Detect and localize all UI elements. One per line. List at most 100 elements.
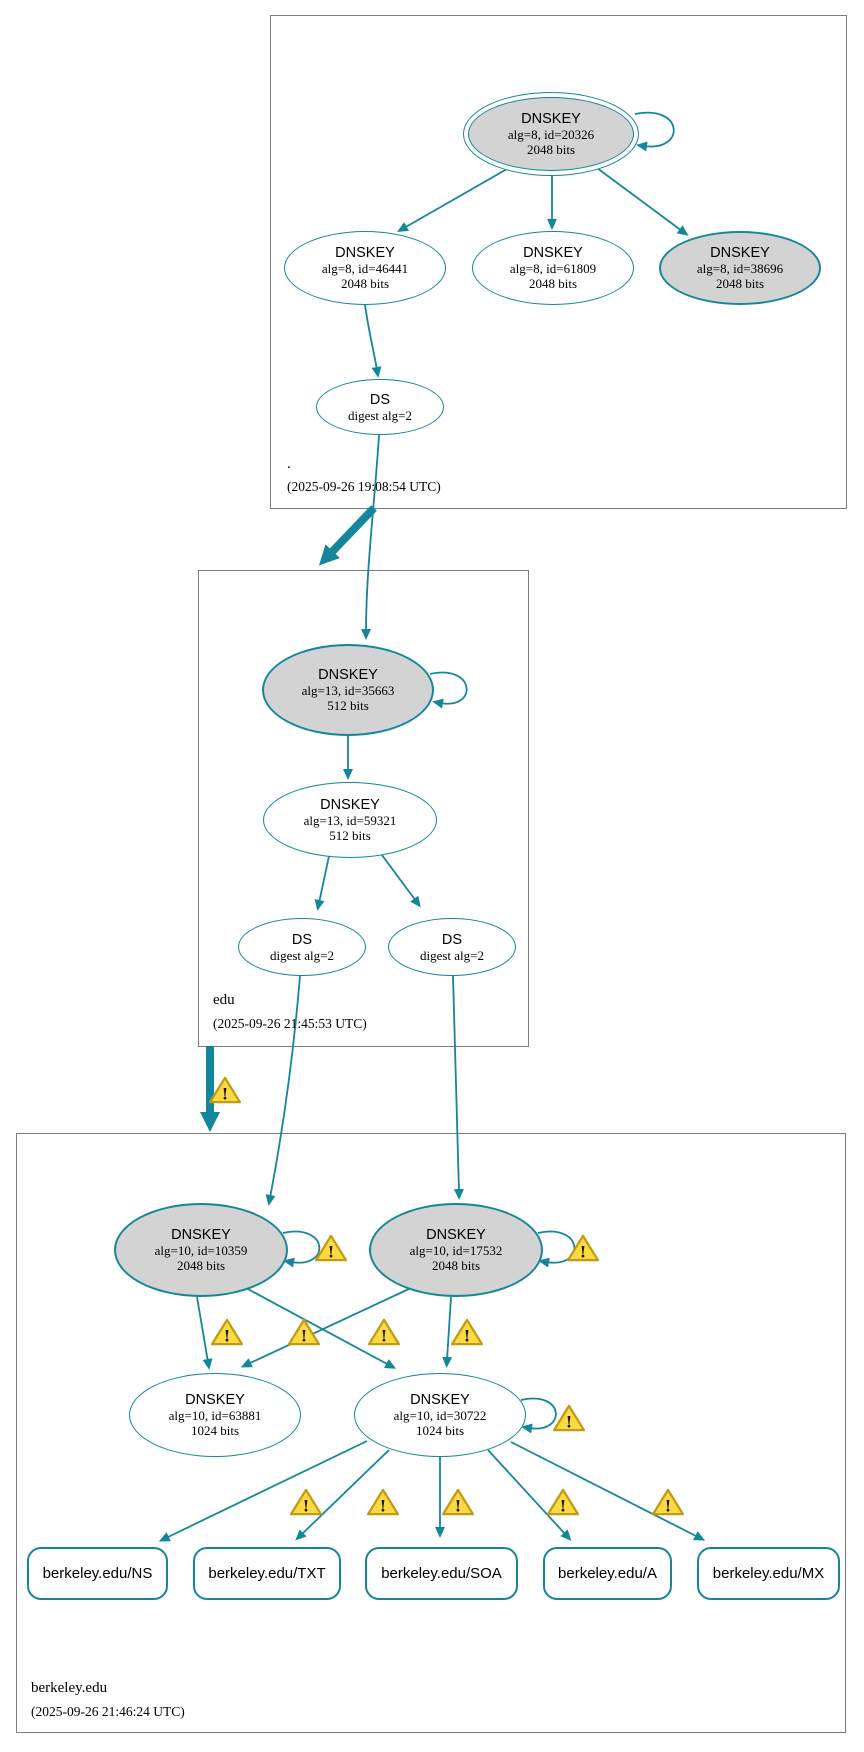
zone-box-root bbox=[270, 15, 847, 509]
warning-icon[interactable] bbox=[442, 1488, 474, 1516]
edge-selfsign-30722 bbox=[520, 1397, 557, 1434]
ds-node-root[interactable]: DS digest alg=2 bbox=[316, 379, 444, 435]
rrset-label: berkeley.edu/TXT bbox=[208, 1565, 326, 1582]
node-title: DNSKEY bbox=[523, 245, 583, 261]
edge-59321-to-ds1 bbox=[314, 855, 330, 911]
node-bits: 2048 bits bbox=[431, 1258, 481, 1273]
warning-icon[interactable] bbox=[290, 1488, 322, 1516]
zone-timestamp-edu: (2025-09-26 21:45:53 UTC) bbox=[213, 1016, 367, 1031]
node-title: DNSKEY bbox=[318, 667, 378, 683]
warning-icon[interactable] bbox=[451, 1318, 483, 1346]
warning-icon[interactable] bbox=[553, 1404, 585, 1432]
node-bits: 512 bits bbox=[327, 698, 369, 713]
node-detail: alg=13, id=59321 bbox=[303, 813, 397, 828]
edge-46441-to-ds bbox=[364, 304, 382, 378]
dnskey-node-63881[interactable]: DNSKEY alg=10, id=63881 1024 bits bbox=[129, 1373, 301, 1457]
node-detail: digest alg=2 bbox=[269, 947, 335, 963]
warning-icon[interactable] bbox=[315, 1234, 347, 1262]
node-bits: 2048 bits bbox=[176, 1258, 226, 1273]
node-title: DNSKEY bbox=[521, 111, 581, 127]
node-detail: alg=13, id=35663 bbox=[301, 683, 395, 698]
node-detail: alg=10, id=17532 bbox=[409, 1243, 503, 1258]
ds-node-edu-2[interactable]: DS digest alg=2 bbox=[388, 918, 516, 976]
dnskey-node-30722[interactable]: DNSKEY alg=10, id=30722 1024 bits bbox=[354, 1373, 526, 1457]
rrset-label: berkeley.edu/MX bbox=[712, 1565, 825, 1582]
edge-10359-to-63881 bbox=[196, 1296, 213, 1370]
node-title: DS bbox=[291, 931, 313, 948]
node-bits: 1024 bits bbox=[190, 1423, 240, 1438]
dnskey-node-20326-ksk[interactable]: DNSKEY alg=8, id=20326 2048 bits bbox=[463, 92, 639, 176]
warning-icon[interactable] bbox=[368, 1318, 400, 1346]
dnskey-node-17532-ksk[interactable]: DNSKEY alg=10, id=17532 2048 bits bbox=[369, 1203, 543, 1297]
rrset-node-berkeley-txt[interactable]: berkeley.edu/TXT bbox=[193, 1547, 341, 1600]
rrset-label: berkeley.edu/SOA bbox=[381, 1565, 502, 1582]
zone-label-berkeley-edu: berkeley.edu bbox=[31, 1680, 108, 1696]
edge-edu-ds2-to-17532 bbox=[452, 975, 464, 1200]
node-title: DS bbox=[441, 931, 463, 948]
node-detail: digest alg=2 bbox=[419, 947, 485, 963]
rrset-node-berkeley-ns[interactable]: berkeley.edu/NS bbox=[27, 1547, 168, 1600]
node-detail: alg=8, id=38696 bbox=[696, 261, 784, 276]
edge-selfsign-10359 bbox=[282, 1230, 321, 1268]
dnskey-node-59321[interactable]: DNSKEY alg=13, id=59321 512 bits bbox=[263, 782, 437, 858]
dnskey-node-10359-ksk[interactable]: DNSKEY alg=10, id=10359 2048 bits bbox=[114, 1203, 288, 1297]
edge-selfsign-20326 bbox=[634, 111, 675, 152]
dnskey-node-35663-ksk[interactable]: DNSKEY alg=13, id=35663 512 bits bbox=[262, 644, 434, 736]
warning-icon[interactable] bbox=[567, 1234, 599, 1262]
zone-timestamp-berkeley-edu: (2025-09-26 21:46:24 UTC) bbox=[31, 1704, 185, 1719]
node-title: DNSKEY bbox=[320, 797, 380, 813]
rrset-node-berkeley-soa[interactable]: berkeley.edu/SOA bbox=[365, 1547, 518, 1600]
edge-20326-to-46441 bbox=[397, 168, 508, 232]
rrset-node-berkeley-a[interactable]: berkeley.edu/A bbox=[543, 1547, 672, 1600]
node-detail: alg=8, id=20326 bbox=[507, 127, 595, 142]
edge-17532-to-30722 bbox=[442, 1296, 453, 1368]
node-title: DNSKEY bbox=[426, 1227, 486, 1243]
warning-icon[interactable] bbox=[211, 1318, 243, 1346]
delegation-arrow-root-to-edu bbox=[318, 505, 377, 566]
dnskey-node-38696[interactable]: DNSKEY alg=8, id=38696 2048 bits bbox=[659, 231, 821, 305]
node-detail: alg=8, id=61809 bbox=[509, 261, 597, 276]
node-bits: 2048 bits bbox=[715, 276, 765, 291]
node-bits: 1024 bits bbox=[415, 1423, 465, 1438]
node-title: DNSKEY bbox=[185, 1392, 245, 1408]
node-detail: digest alg=2 bbox=[347, 407, 413, 423]
edge-30722-to-txt bbox=[295, 1449, 390, 1541]
zone-label-root: . bbox=[287, 456, 291, 472]
ds-node-edu-1[interactable]: DS digest alg=2 bbox=[238, 918, 366, 976]
node-bits: 512 bits bbox=[329, 828, 371, 843]
zone-label-edu: edu bbox=[213, 992, 235, 1008]
edge-selfsign-35663 bbox=[429, 671, 468, 709]
node-detail: alg=8, id=46441 bbox=[321, 261, 409, 276]
rrset-label: berkeley.edu/A bbox=[558, 1565, 657, 1582]
warning-icon[interactable] bbox=[288, 1318, 320, 1346]
warning-icon[interactable] bbox=[652, 1488, 684, 1516]
edge-59321-to-ds2 bbox=[378, 850, 421, 908]
rrset-label: berkeley.edu/NS bbox=[42, 1565, 153, 1582]
edge-edu-ds1-to-10359 bbox=[265, 975, 301, 1206]
warning-icon[interactable] bbox=[367, 1488, 399, 1516]
node-detail: alg=10, id=30722 bbox=[393, 1408, 487, 1423]
rrset-node-berkeley-mx[interactable]: berkeley.edu/MX bbox=[697, 1547, 840, 1600]
node-detail: alg=10, id=63881 bbox=[168, 1408, 262, 1423]
edge-30722-to-mx bbox=[510, 1441, 706, 1541]
edge-selfsign-17532 bbox=[537, 1230, 576, 1268]
dnskey-node-61809[interactable]: DNSKEY alg=8, id=61809 2048 bits bbox=[472, 231, 634, 305]
node-title: DNSKEY bbox=[171, 1227, 231, 1243]
warning-icon[interactable] bbox=[547, 1488, 579, 1516]
edge-30722-to-ns bbox=[158, 1440, 368, 1542]
edge-20326-to-38696 bbox=[596, 167, 689, 236]
node-bits: 2048 bits bbox=[526, 142, 576, 157]
node-bits: 2048 bits bbox=[340, 276, 390, 291]
zone-box-edu bbox=[198, 570, 529, 1047]
edge-10359-to-30722 bbox=[245, 1287, 397, 1369]
warning-icon[interactable] bbox=[209, 1076, 241, 1104]
node-title: DS bbox=[369, 391, 391, 408]
node-title: DNSKEY bbox=[710, 245, 770, 261]
zone-timestamp-root: (2025-09-26 19:08:54 UTC) bbox=[287, 479, 441, 494]
node-detail: alg=10, id=10359 bbox=[154, 1243, 248, 1258]
node-title: DNSKEY bbox=[335, 245, 395, 261]
node-bits: 2048 bits bbox=[528, 276, 578, 291]
dnskey-node-46441[interactable]: DNSKEY alg=8, id=46441 2048 bits bbox=[284, 231, 446, 305]
